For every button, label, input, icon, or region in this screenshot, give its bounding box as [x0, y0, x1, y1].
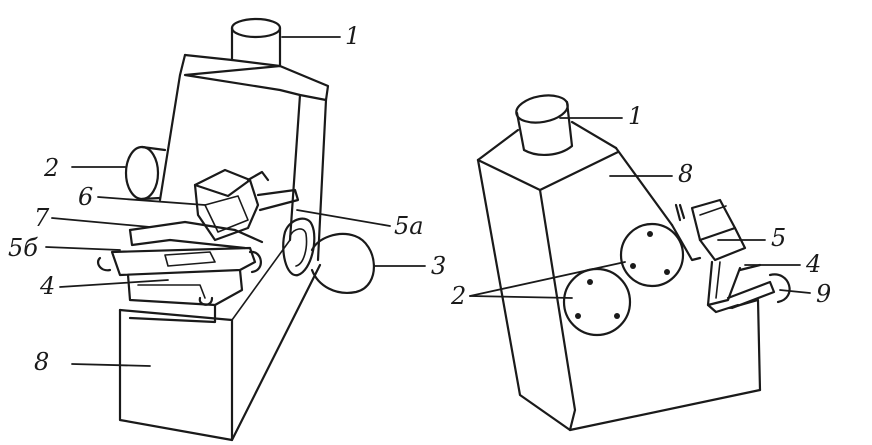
left-label-4: 4 — [40, 272, 56, 300]
left-device — [45, 17, 426, 442]
left-leader-lines — [45, 36, 426, 367]
right-leader-lines — [469, 117, 811, 299]
left-side-knob — [124, 145, 167, 201]
left-label-5a: 5a — [394, 212, 424, 240]
right-label-1: 1 — [628, 102, 644, 130]
left-lamp — [282, 217, 375, 294]
right-label-2: 2 — [451, 282, 467, 310]
right-label-5: 5 — [771, 224, 787, 252]
left-eyepiece — [230, 17, 282, 68]
left-label-1: 1 — [345, 22, 361, 50]
left-prism-head — [193, 168, 300, 242]
left-label-3: 3 — [431, 252, 447, 280]
left-stage — [96, 220, 264, 324]
left-label-6: 6 — [78, 183, 94, 211]
left-upper-body — [158, 53, 330, 262]
left-label-5b: 5б — [8, 234, 38, 262]
right-label-9: 9 — [816, 280, 832, 308]
right-device — [469, 94, 811, 432]
right-eyepiece — [515, 94, 574, 156]
right-prism-assembly — [670, 198, 791, 314]
left-label-2: 2 — [44, 154, 60, 182]
left-label-8: 8 — [34, 348, 50, 376]
right-housing — [476, 120, 762, 432]
right-discs — [562, 222, 685, 337]
right-label-4: 4 — [806, 250, 822, 278]
right-label-8: 8 — [678, 160, 694, 188]
left-label-7: 7 — [34, 204, 50, 232]
